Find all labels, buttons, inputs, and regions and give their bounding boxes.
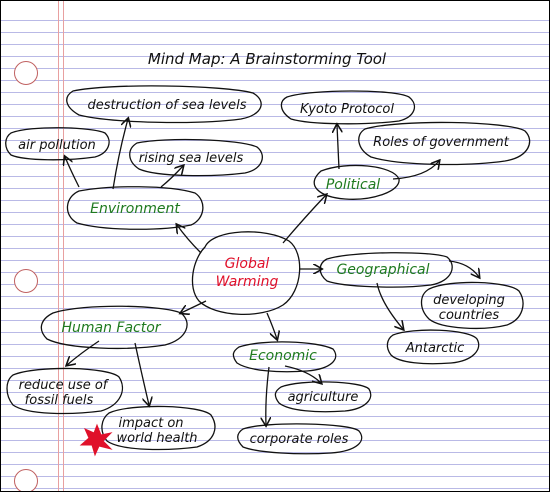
punch-hole [14, 469, 38, 491]
node-label: Political [326, 177, 380, 193]
node-human-factor: Human Factor [40, 305, 188, 350]
node-label: developing [433, 293, 505, 308]
node-reduce-fossil-fuels: reduce use of fossil fuels [6, 367, 124, 415]
node-rising-sea-levels: rising sea levels [129, 138, 263, 177]
node-label: Antarctic [405, 341, 465, 356]
page-title: Mind Map: A Brainstorming Tool [148, 50, 387, 68]
node-label: Warming [216, 274, 279, 290]
node-corporate-roles: corporate roles [237, 423, 363, 455]
margin-line [58, 1, 59, 491]
node-label: Geographical [336, 262, 429, 278]
punch-hole [14, 269, 38, 293]
node-label: Economic [249, 348, 317, 364]
node-roles-of-government: Roles of government [358, 121, 531, 166]
node-label: Roles of government [373, 135, 510, 150]
node-label: fossil fuels [25, 393, 94, 408]
node-label: destruction of sea levels [87, 98, 246, 113]
node-political: Political [313, 164, 400, 200]
node-destruction-of-sea-levels: destruction of sea levels [66, 85, 262, 124]
node-label: world health [116, 431, 197, 446]
node-label: reduce use of [19, 378, 110, 393]
node-label: agriculture [288, 390, 359, 405]
node-air-pollution: air pollution [5, 127, 110, 161]
node-agriculture: agriculture [274, 381, 372, 413]
punch-hole [14, 61, 38, 85]
node-economic: Economic [232, 341, 337, 373]
node-label: Global [225, 256, 270, 272]
node-label: air pollution [18, 138, 96, 153]
red-star-mark [79, 423, 113, 457]
node-label: countries [439, 308, 500, 323]
node-environment: Environment [66, 186, 204, 230]
node-kyoto-protocol: Kyoto Protocol [280, 90, 416, 125]
node-geographical: Geographical [319, 252, 453, 288]
node-label: Kyoto Protocol [300, 102, 394, 117]
node-antarctic: Antarctic [386, 329, 480, 365]
node-label: rising sea levels [139, 151, 244, 166]
node-developing-countries: developing countries [420, 281, 524, 330]
node-global-warming: Global Warming [191, 231, 301, 315]
node-label: impact on [118, 416, 183, 431]
node-label: Environment [90, 201, 180, 217]
node-label: corporate roles [250, 432, 349, 447]
node-impact-world-health: impact on world health [101, 405, 216, 451]
node-label: Human Factor [61, 320, 161, 336]
margin-line [63, 1, 64, 491]
